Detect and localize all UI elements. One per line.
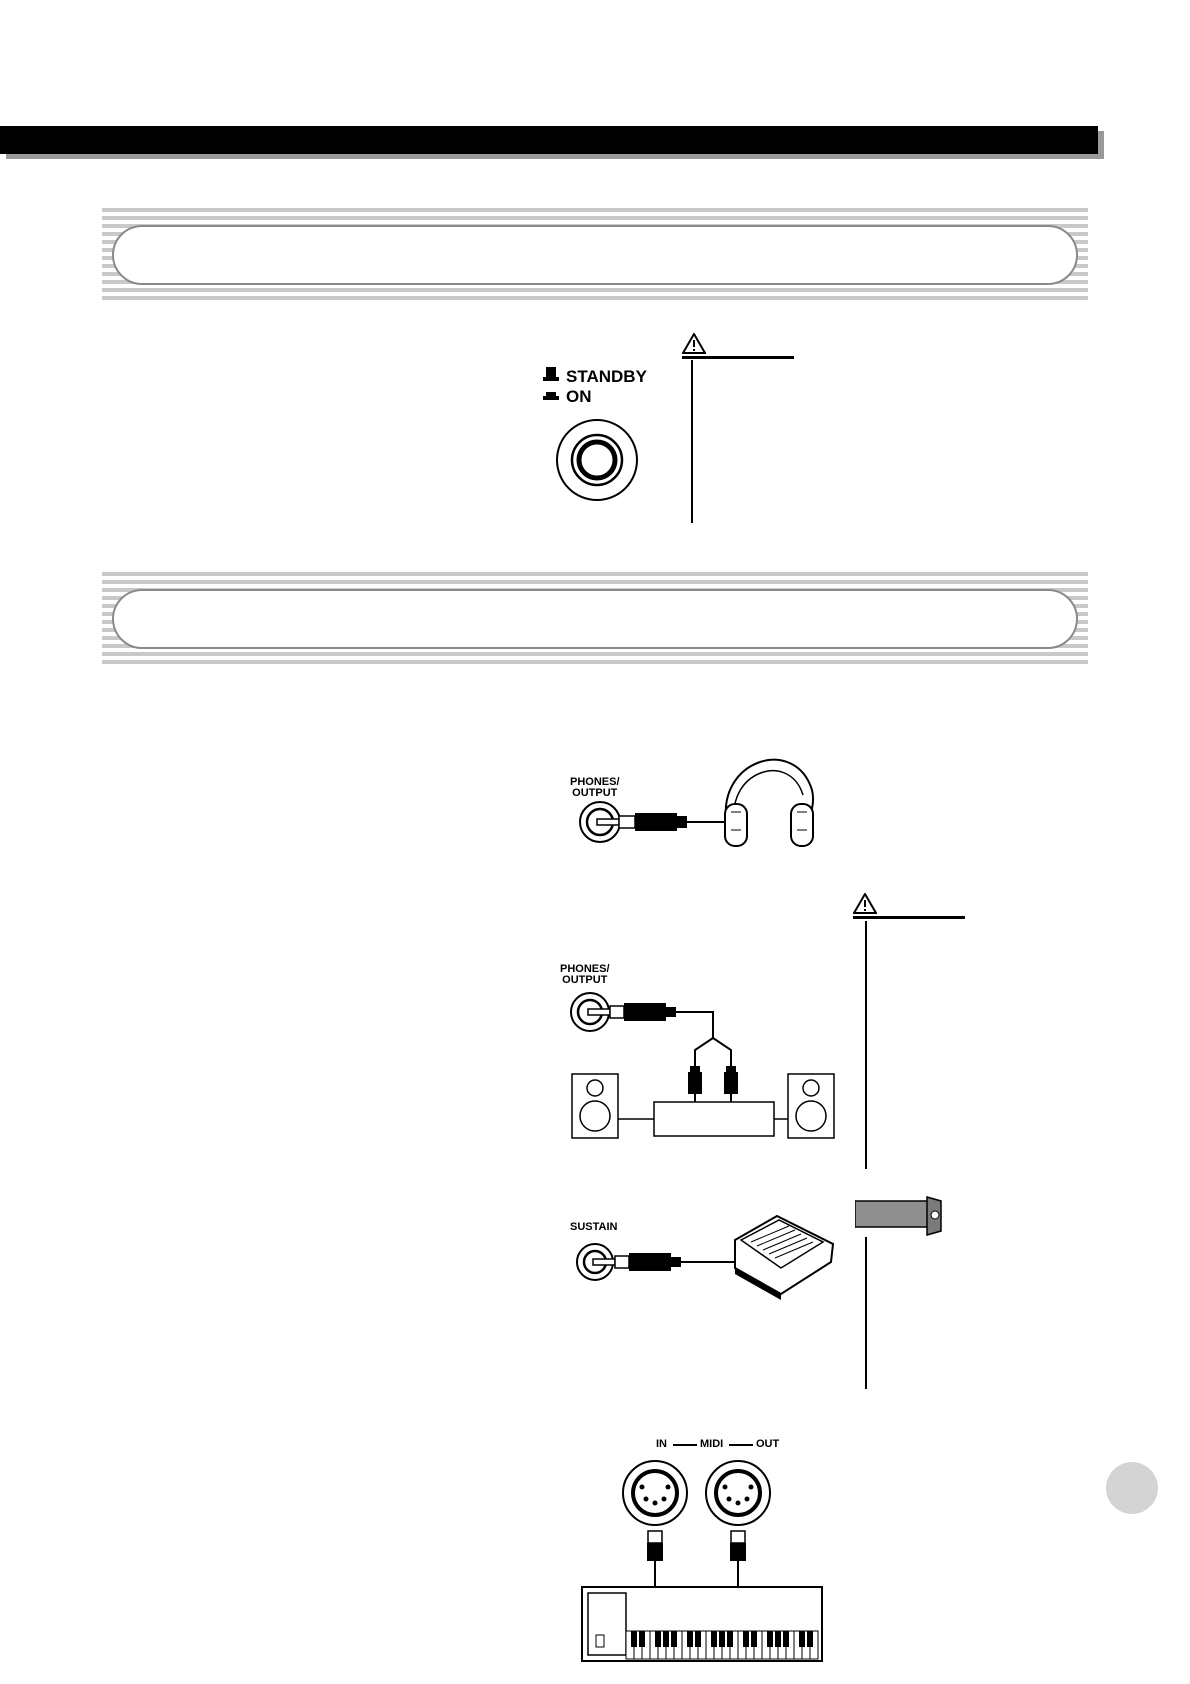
header-bar — [0, 126, 1098, 154]
phones-output-label-2: PHONES/ OUTPUT — [560, 963, 610, 986]
headphones-icon — [724, 758, 815, 847]
midi-in-port-icon — [622, 1460, 688, 1526]
caution-sidebar-line-2 — [865, 921, 867, 1169]
phones-output-label: PHONES/ OUTPUT — [570, 776, 620, 799]
speaker-icon-left — [571, 1073, 619, 1139]
sustain-label: SUSTAIN — [570, 1221, 618, 1233]
speaker-connection-figure — [570, 988, 842, 1146]
power-switch-icon[interactable] — [555, 418, 639, 502]
section-header-pill-1 — [112, 225, 1078, 285]
midi-label-rule-left — [673, 1444, 697, 1446]
standby-position-icon — [543, 367, 559, 381]
on-position-icon — [543, 390, 559, 400]
section-header-band-2 — [102, 572, 1088, 664]
midi-center-label: MIDI — [700, 1438, 724, 1450]
caution-rule-2 — [853, 916, 965, 919]
note-tab-icon — [854, 1195, 945, 1242]
footswitch-icon — [734, 1214, 835, 1300]
on-label: ON — [566, 387, 592, 406]
midi-in-label: IN — [656, 1438, 667, 1450]
section-header-pill-2 — [112, 589, 1078, 649]
midi-connection-figure — [580, 1455, 826, 1663]
amplifier-icon — [653, 1101, 775, 1137]
headphones-connection-figure — [575, 740, 835, 850]
standby-label: STANDBY — [566, 367, 647, 386]
warning-triangle-icon — [682, 333, 706, 354]
speaker-icon-right — [787, 1073, 835, 1139]
caution-sidebar-line-1 — [691, 360, 693, 523]
section-header-band-1 — [102, 208, 1088, 300]
note-sidebar-line — [865, 1237, 867, 1389]
midi-label-rule-right — [729, 1444, 753, 1446]
page-number-badge — [1106, 1462, 1158, 1514]
sustain-connection-figure — [575, 1210, 835, 1320]
midi-out-label: OUT — [756, 1438, 780, 1450]
midi-out-port-icon — [705, 1460, 771, 1526]
keyboard-icon — [581, 1586, 823, 1662]
caution-rule-1 — [682, 356, 794, 359]
warning-triangle-icon — [853, 893, 877, 914]
